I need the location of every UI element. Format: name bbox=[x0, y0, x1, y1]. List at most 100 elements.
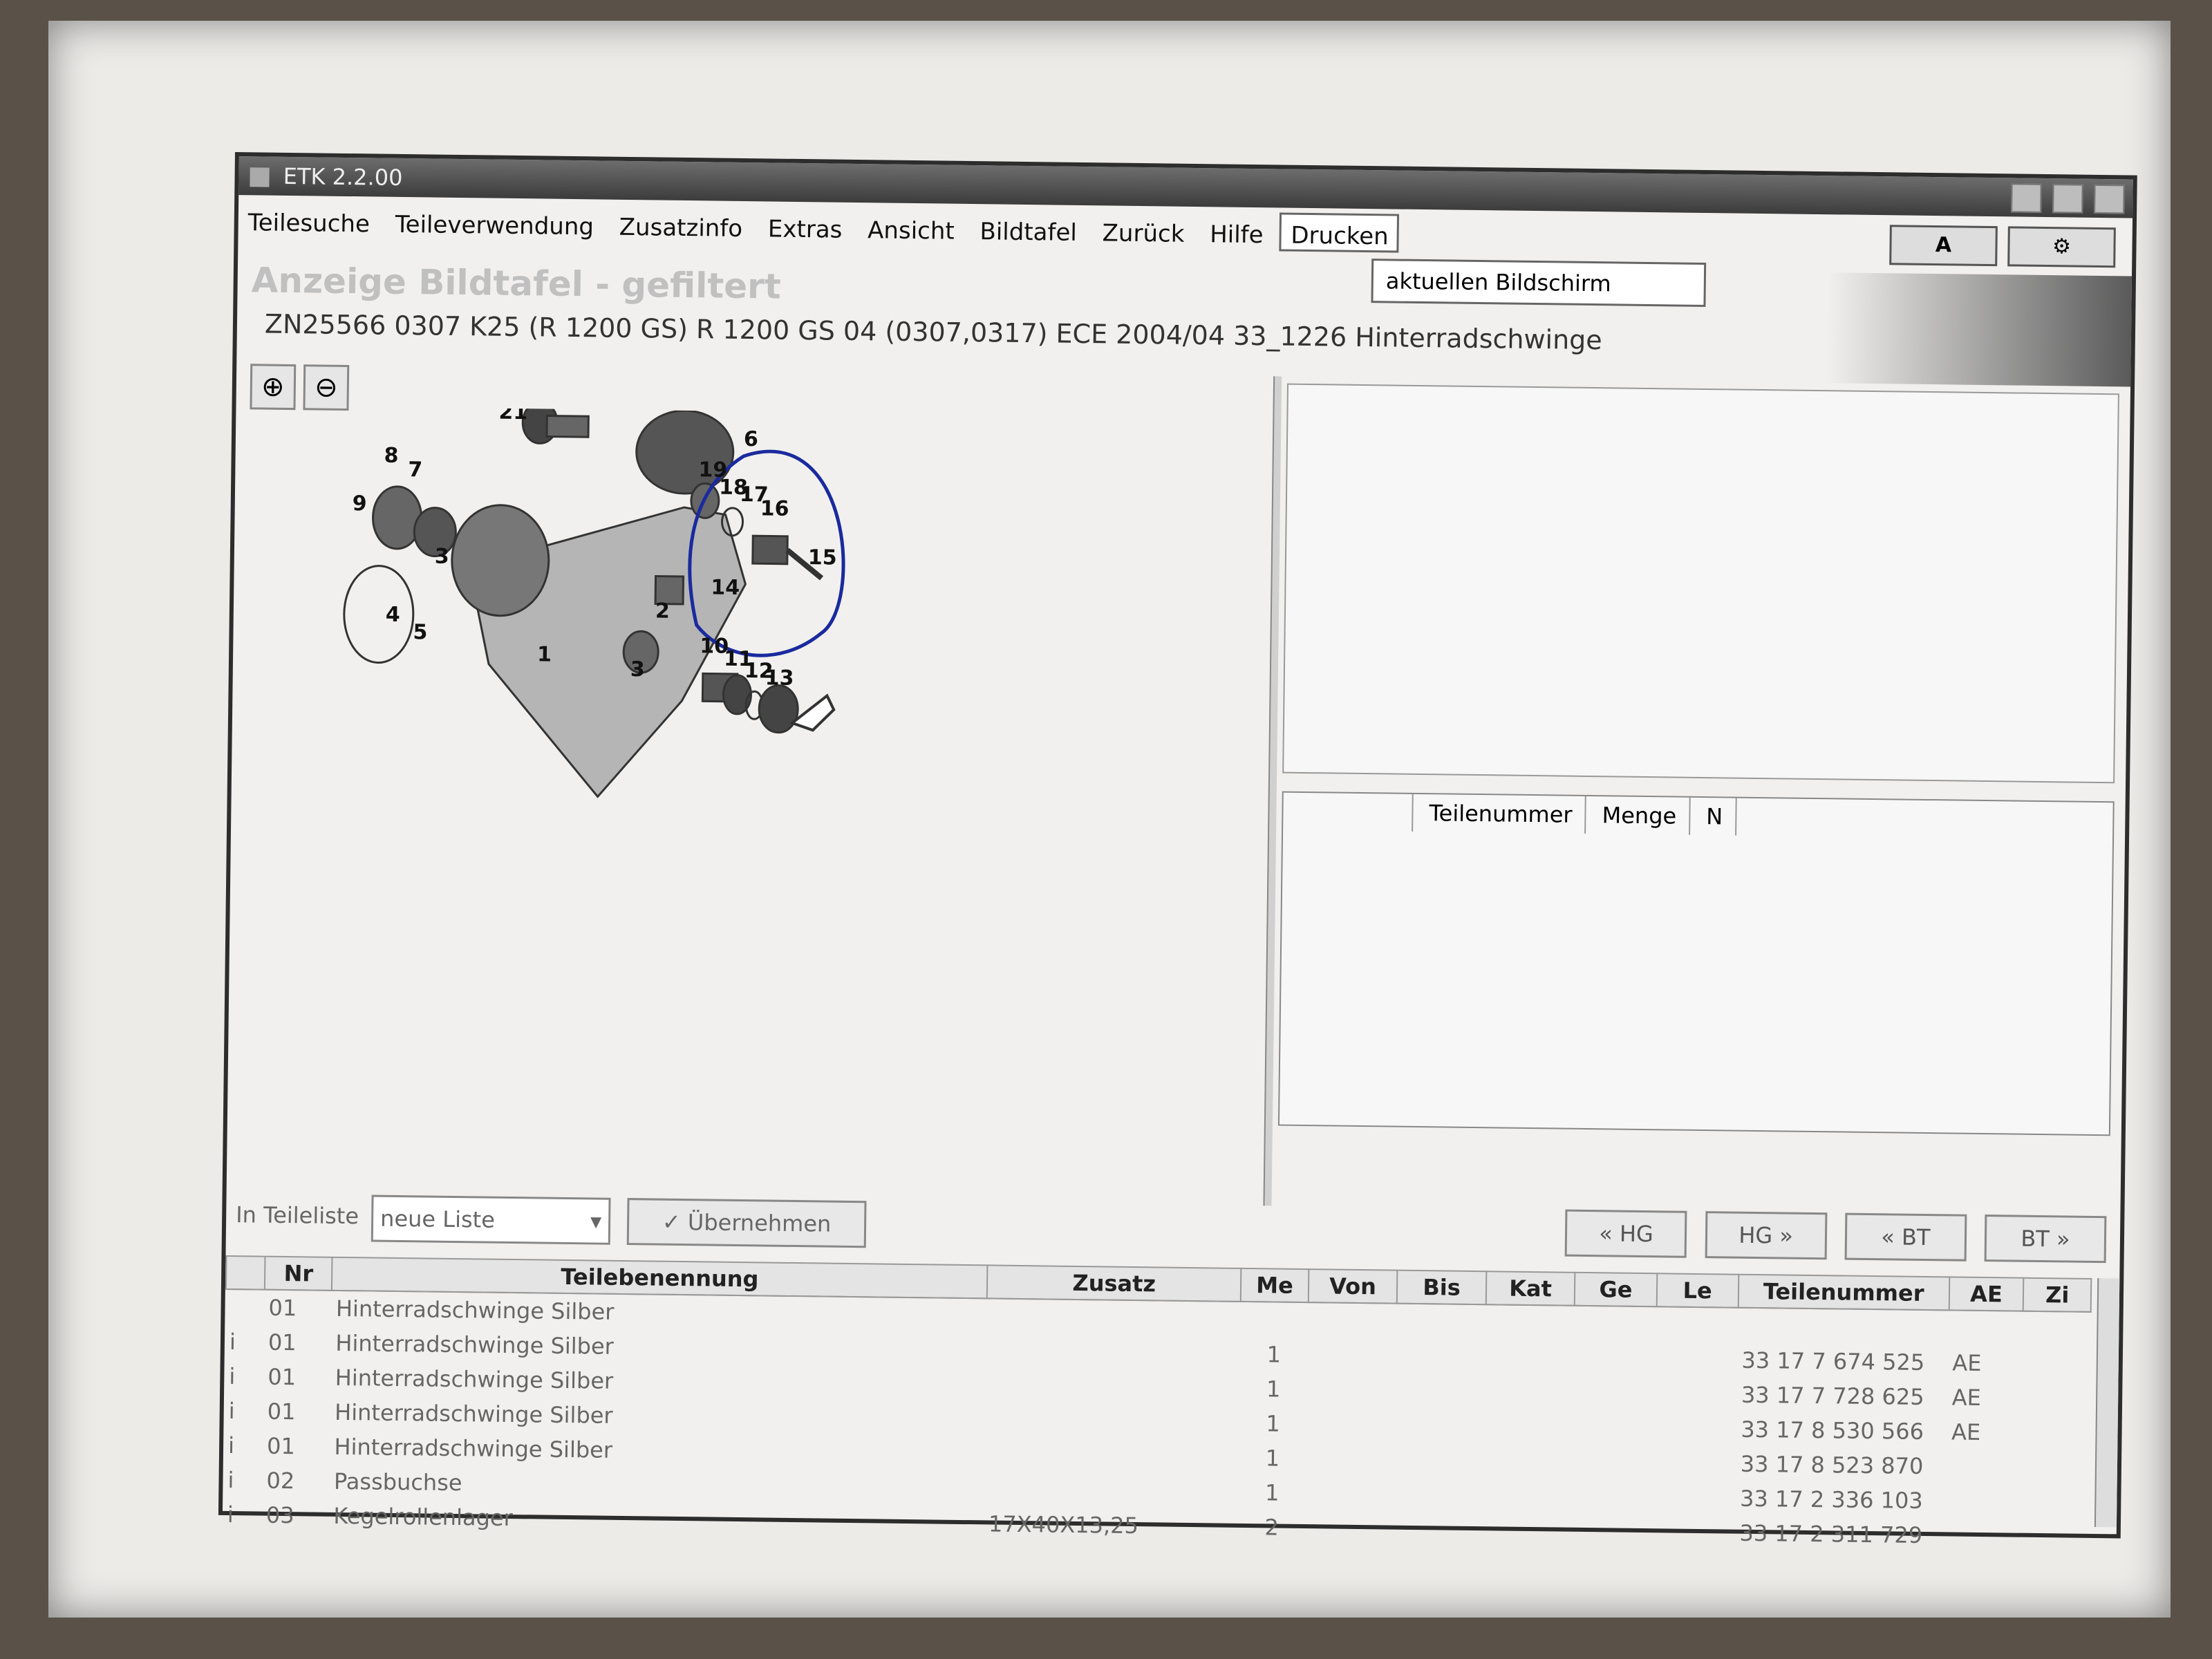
zoom-out-icon[interactable]: ⊖ bbox=[303, 364, 350, 411]
col-n[interactable]: N bbox=[1693, 797, 1737, 836]
table-cell: 02 bbox=[266, 1467, 295, 1494]
table-cell bbox=[1305, 1510, 1394, 1546]
col-nr[interactable]: Nr bbox=[264, 1256, 332, 1291]
info-icon[interactable]: i bbox=[227, 1501, 234, 1528]
info-icon[interactable]: i bbox=[229, 1363, 236, 1390]
label-21: 21 bbox=[498, 405, 527, 424]
col-menge[interactable]: Menge bbox=[1589, 796, 1691, 835]
part-3b bbox=[622, 630, 659, 674]
table-cell bbox=[1483, 1512, 1572, 1548]
col-ae[interactable]: AE bbox=[1949, 1277, 2024, 1311]
table-cell bbox=[986, 1403, 1240, 1440]
label-11: 11 bbox=[724, 647, 753, 672]
table-cell bbox=[2021, 1485, 2088, 1520]
info-icon[interactable]: i bbox=[229, 1329, 236, 1356]
table-cell bbox=[1653, 1515, 1736, 1550]
table-cell: 03 bbox=[265, 1501, 294, 1529]
app-icon bbox=[250, 167, 270, 187]
next-bt-button[interactable]: BT » bbox=[1984, 1215, 2107, 1264]
table-cell: 2 bbox=[1264, 1514, 1280, 1541]
label-1: 1 bbox=[537, 642, 552, 666]
col-zusatz[interactable]: Zusatz bbox=[986, 1265, 1241, 1302]
col-von[interactable]: Von bbox=[1308, 1269, 1398, 1304]
table-cell bbox=[1656, 1342, 1738, 1377]
tool-icon-a[interactable]: A bbox=[1889, 225, 1998, 267]
col-ge[interactable]: Ge bbox=[1575, 1272, 1657, 1307]
part-17 bbox=[721, 507, 744, 537]
table-cell: 1 bbox=[1266, 1376, 1281, 1403]
col-kat[interactable]: Kat bbox=[1485, 1271, 1575, 1306]
table-cell: 17X40X13,25 bbox=[988, 1510, 1139, 1539]
next-hg-button[interactable]: HG » bbox=[1705, 1211, 1828, 1260]
table-cell bbox=[1573, 1410, 1656, 1445]
menu-hilfe[interactable]: Hilfe bbox=[1209, 221, 1264, 250]
table-cell: 01 bbox=[268, 1363, 297, 1391]
info-icon[interactable]: i bbox=[227, 1432, 235, 1459]
label-9: 9 bbox=[353, 491, 367, 516]
table-cell: 33 17 7 674 525 bbox=[1741, 1347, 1925, 1376]
zoom-in-icon[interactable]: ⊕ bbox=[250, 364, 297, 411]
table-cell: 33 17 2 336 103 bbox=[1739, 1485, 1923, 1514]
drucken-dropdown-item[interactable]: aktuellen Bildschirm bbox=[1371, 259, 1707, 308]
table-cell bbox=[1396, 1304, 1485, 1340]
table-cell bbox=[2021, 1519, 2088, 1555]
table-cell bbox=[1396, 1374, 1485, 1409]
table-cell bbox=[1655, 1411, 1737, 1446]
motorcycle-icon[interactable]: ⚙ bbox=[2007, 226, 2116, 268]
table-cell: 1 bbox=[1264, 1479, 1280, 1506]
parts-scrollbar[interactable] bbox=[2094, 1278, 2120, 1528]
menu-drucken[interactable]: Drucken bbox=[1279, 212, 1400, 253]
table-cell bbox=[1394, 1512, 1483, 1548]
table-cell bbox=[1655, 1376, 1737, 1412]
label-17: 17 bbox=[740, 482, 769, 507]
table-cell bbox=[1947, 1483, 2021, 1519]
selected-parts-header: Teilenummer Menge N bbox=[1283, 792, 2113, 841]
paper-sheet: ETK 2.2.00 Teilesuche Teileverwendung Zu… bbox=[48, 21, 2171, 1618]
menu-zurueck[interactable]: Zurück bbox=[1102, 219, 1185, 248]
info-icon[interactable]: i bbox=[227, 1467, 234, 1494]
window-title: ETK 2.2.00 bbox=[283, 162, 403, 191]
table-cell: 1 bbox=[1266, 1341, 1282, 1368]
table-cell bbox=[986, 1333, 1241, 1371]
parts-diagram[interactable]: 21 20 6 8 7 9 19 18 17 16 15 3 4 5 14 2 … bbox=[234, 405, 1280, 1164]
maximize-icon[interactable] bbox=[2052, 184, 2083, 214]
col-me[interactable]: Me bbox=[1240, 1268, 1309, 1303]
table-cell bbox=[1306, 1441, 1395, 1477]
label-14: 14 bbox=[711, 575, 740, 600]
toolbar-icons: A ⚙ bbox=[1882, 225, 2116, 268]
menu-teileverwendung[interactable]: Teileverwendung bbox=[395, 210, 594, 241]
info-icon[interactable] bbox=[225, 1289, 265, 1325]
col-teilenummer[interactable]: Teilenummer bbox=[1416, 794, 1586, 834]
label-15: 15 bbox=[808, 545, 837, 570]
table-cell bbox=[1483, 1478, 1573, 1514]
prev-bt-button[interactable]: « BT bbox=[1844, 1212, 1967, 1262]
part-20 bbox=[545, 415, 590, 438]
menu-bildtafel[interactable]: Bildtafel bbox=[980, 218, 1078, 247]
label-13: 13 bbox=[765, 666, 794, 691]
table-cell: 33 17 2 311 729 bbox=[1739, 1519, 1923, 1548]
menu-zusatzinfo[interactable]: Zusatzinfo bbox=[619, 213, 743, 243]
table-cell bbox=[2022, 1381, 2090, 1416]
label-19: 19 bbox=[698, 458, 727, 482]
info-icon[interactable]: i bbox=[228, 1398, 235, 1425]
close-icon[interactable] bbox=[2094, 184, 2125, 214]
table-cell bbox=[1654, 1480, 1736, 1515]
table-cell bbox=[1306, 1407, 1396, 1443]
list-select[interactable]: neue Liste ▾ bbox=[371, 1194, 611, 1245]
col-teilenummer-main[interactable]: Teilenummer bbox=[1738, 1274, 1949, 1311]
table-cell bbox=[1572, 1514, 1654, 1549]
apply-button[interactable]: ✓ Übernehmen bbox=[626, 1198, 867, 1248]
table-cell bbox=[986, 1368, 1240, 1405]
col-le[interactable]: Le bbox=[1656, 1273, 1739, 1308]
table-cell: 33 17 7 728 625 bbox=[1741, 1381, 1924, 1410]
menu-teilesuche[interactable]: Teilesuche bbox=[247, 209, 371, 238]
minimize-icon[interactable] bbox=[2010, 183, 2042, 213]
col-bis[interactable]: Bis bbox=[1396, 1270, 1487, 1305]
label-7: 7 bbox=[408, 458, 422, 482]
table-cell: Kegelrollenlager bbox=[333, 1502, 513, 1532]
table-cell bbox=[2021, 1450, 2089, 1485]
menu-extras[interactable]: Extras bbox=[767, 215, 843, 244]
menu-ansicht[interactable]: Ansicht bbox=[867, 216, 955, 245]
prev-hg-button[interactable]: « HG bbox=[1565, 1209, 1687, 1258]
col-zi[interactable]: Zi bbox=[2023, 1277, 2092, 1312]
